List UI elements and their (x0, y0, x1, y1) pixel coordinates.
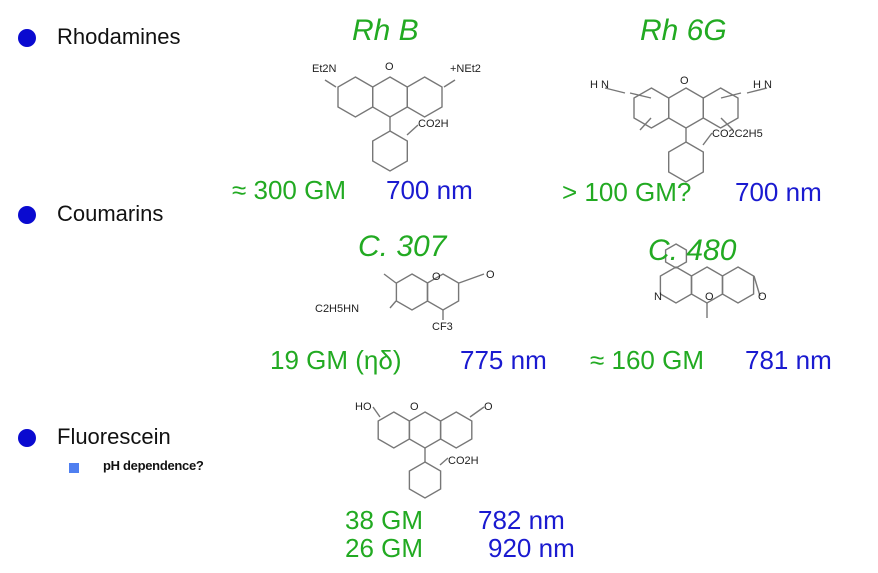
rh6g-gm: > 100 GM? (562, 177, 692, 207)
fluorescein-ho-label: HO (355, 401, 372, 413)
bond (372, 406, 381, 418)
bond (439, 457, 449, 466)
fluorescein-acid-label: CO2H (448, 455, 479, 467)
rh6g-o-label: O (680, 75, 689, 87)
rh6g-left-label: H N (590, 79, 609, 91)
bond (389, 300, 397, 309)
bond (458, 273, 485, 284)
c480-o1-label: O (705, 291, 714, 303)
ring (377, 411, 411, 449)
fluorescein-o-label: O (410, 401, 419, 413)
ring (633, 87, 670, 129)
c307-amine-label: C2H5HN (315, 303, 359, 315)
fluorescein-nm-2: 920 nm (488, 533, 575, 563)
rh6g-nm: 700 nm (735, 177, 822, 207)
rhb-title: Rh B (352, 14, 419, 47)
bullet-icon (18, 429, 36, 447)
c307-title: C. 307 (358, 230, 447, 263)
bond (604, 87, 626, 94)
fluorescein-gm-2: 26 GM (345, 533, 424, 563)
bond (443, 79, 456, 88)
bullet-icon (18, 206, 36, 224)
rhb-acid-label: CO2H (418, 118, 449, 130)
bond (720, 92, 742, 99)
bullet-icon (18, 29, 36, 47)
bond (383, 273, 397, 284)
ring (395, 273, 429, 311)
rh6g-title: Rh 6G (640, 14, 727, 47)
rhb-o-label: O (385, 61, 394, 73)
bond (702, 132, 713, 146)
rhb-left-label: Et2N (312, 63, 337, 75)
ring (408, 411, 442, 449)
c307-o2-label: O (486, 269, 495, 281)
bullet-rhodamines: Rhodamines (57, 24, 181, 49)
fluorescein-keto-label: O (484, 401, 493, 413)
c307-nm: 775 nm (460, 345, 547, 375)
ring (721, 266, 755, 304)
ring (668, 87, 704, 129)
bond (753, 275, 761, 297)
c480-o2-label: O (758, 291, 767, 303)
fluorescein-nm-1: 782 nm (478, 505, 565, 535)
c307-o1-label: O (432, 271, 441, 283)
ring (337, 76, 374, 118)
ring (406, 76, 443, 118)
bond (324, 79, 337, 88)
ring (659, 266, 693, 304)
ring (372, 76, 408, 118)
bond (469, 406, 485, 418)
sub-bullet-ph: pH dependence? (103, 458, 204, 473)
bullet-coumarins: Coumarins (57, 201, 164, 226)
ring (439, 411, 473, 449)
phenyl-ring (408, 461, 442, 499)
bond (746, 87, 768, 94)
rh6g-ester-label: CO2C2H5 (712, 128, 763, 140)
ring (702, 87, 739, 129)
rhb-right-label: +NEt2 (450, 63, 481, 75)
rhb-gm: ≈ 300 GM (232, 175, 346, 205)
ring (664, 243, 688, 269)
phenyl-ring (372, 130, 408, 172)
bullet-fluorescein: Fluorescein (57, 424, 171, 449)
bond (629, 92, 652, 99)
sub-bullet-icon (69, 463, 79, 473)
c480-n-label: N (654, 291, 662, 303)
c307-cf3-label: CF3 (432, 321, 453, 333)
bond (720, 117, 734, 131)
rhb-nm: 700 nm (386, 175, 473, 205)
c480-title: C. 480 (648, 234, 737, 267)
c307-gm: 19 GM (ηδ) (270, 345, 402, 375)
bond (639, 117, 652, 131)
c480-gm: ≈ 160 GM (590, 345, 704, 375)
fluorescein-gm-1: 38 GM (345, 505, 424, 535)
bond (406, 124, 419, 136)
rh6g-right-label: H N (753, 79, 772, 91)
c480-nm: 781 nm (745, 345, 832, 375)
phenyl-ring (668, 141, 704, 183)
